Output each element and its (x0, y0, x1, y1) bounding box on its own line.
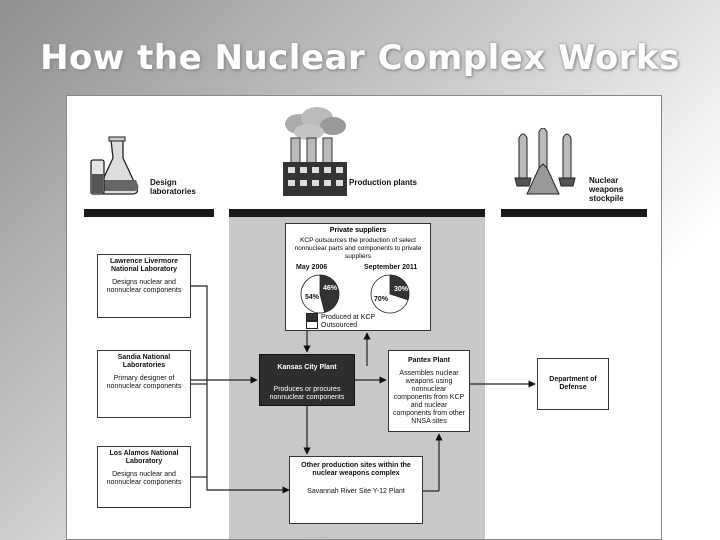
production-plants-label: Production plants (349, 178, 417, 187)
lab-role: Designs nuclear and nonnuclear component… (106, 471, 182, 486)
private-suppliers-text: KCP outsources the production of select … (294, 237, 422, 260)
pantex-plant-name: Pantex Plant (407, 357, 450, 364)
pie-1-produced-label: 54% (305, 294, 320, 301)
pie-1-outsourced-label: 46% (323, 285, 338, 292)
pie-1-produced-slice (319, 274, 340, 313)
pie-date-2: September 2011 (364, 264, 418, 271)
private-suppliers-box: Private suppliers KCP outsources the pro… (285, 223, 431, 331)
missile-icon (514, 128, 576, 195)
kansas-city-plant-role: Produces or procures nonnuclear componen… (269, 386, 345, 401)
department-of-defense-name: Department of Defense (549, 376, 597, 391)
pantex-plant-role: Assembles nuclear weapons using nonnucle… (393, 370, 465, 425)
beaker-icon (90, 136, 139, 195)
design-header-bar (84, 209, 214, 217)
factory-icon (283, 107, 347, 196)
legend-outsourced-label: Outsourced (321, 322, 358, 329)
production-header-bar (229, 209, 485, 217)
kansas-city-plant-box: Kansas City Plant Produces or procures n… (259, 354, 355, 406)
pie-date-1: May 2006 (296, 264, 328, 271)
other-sites-detail: Savannah River Site Y-12 Plant (307, 488, 405, 495)
kansas-city-plant-name: Kansas City Plant (277, 364, 337, 371)
slide-title: How the Nuclear Complex Works (40, 38, 680, 78)
nuclear-weapons-stockpile-label: Nuclear weapons stockpile (589, 176, 624, 203)
lab-name: Lawrence Livermore National Laboratory (109, 258, 179, 273)
department-of-defense-box: Department of Defense (537, 358, 609, 410)
lab-name: Los Alamos National Laboratory (109, 450, 179, 465)
pie-2-produced-label: 70% (374, 296, 389, 303)
lab-box-los-alamos: Los Alamos National Laboratory Designs n… (97, 446, 191, 508)
legend-produced-label: Produced at KCP (321, 314, 376, 321)
legend-outsourced: Outsourced (306, 321, 357, 330)
pantex-plant-box: Pantex Plant Assembles nuclear weapons u… (388, 350, 470, 432)
figure-caption-fragment: . . . . . . . (307, 534, 329, 540)
legend-produced: Produced at KCP (306, 313, 375, 322)
lab-box-lawrence-livermore: Lawrence Livermore National Laboratory D… (97, 254, 191, 318)
lawrence-feed-line (191, 285, 290, 494)
pie-chart-may-2006: 54% 46% (300, 274, 340, 314)
pie-1-outsourced-slice (300, 274, 326, 314)
pie-2-produced-slice (389, 274, 410, 301)
pie-2-outsourced-slice (370, 274, 409, 314)
design-laboratories-label: Design laboratories (150, 178, 196, 196)
other-sites-name: Other production sites within the nuclea… (301, 462, 411, 477)
stockpile-header-bar (501, 209, 647, 217)
other-production-sites-box: Other production sites within the nuclea… (289, 456, 423, 524)
diagram-panel: Design laboratories Production plants Nu… (66, 95, 662, 540)
lab-role: Primary designer of nonnuclear component… (106, 375, 182, 390)
pie-2-outsourced-label: 30% (394, 286, 409, 293)
lab-name: Sandia National Laboratories (117, 354, 171, 369)
pie-chart-september-2011: 70% 30% (370, 274, 410, 314)
connector-arrows (191, 285, 536, 494)
lab-role: Designs nuclear and nonnuclear component… (106, 279, 182, 294)
private-suppliers-title: Private suppliers (329, 227, 387, 234)
lab-box-sandia: Sandia National Laboratories Primary des… (97, 350, 191, 418)
